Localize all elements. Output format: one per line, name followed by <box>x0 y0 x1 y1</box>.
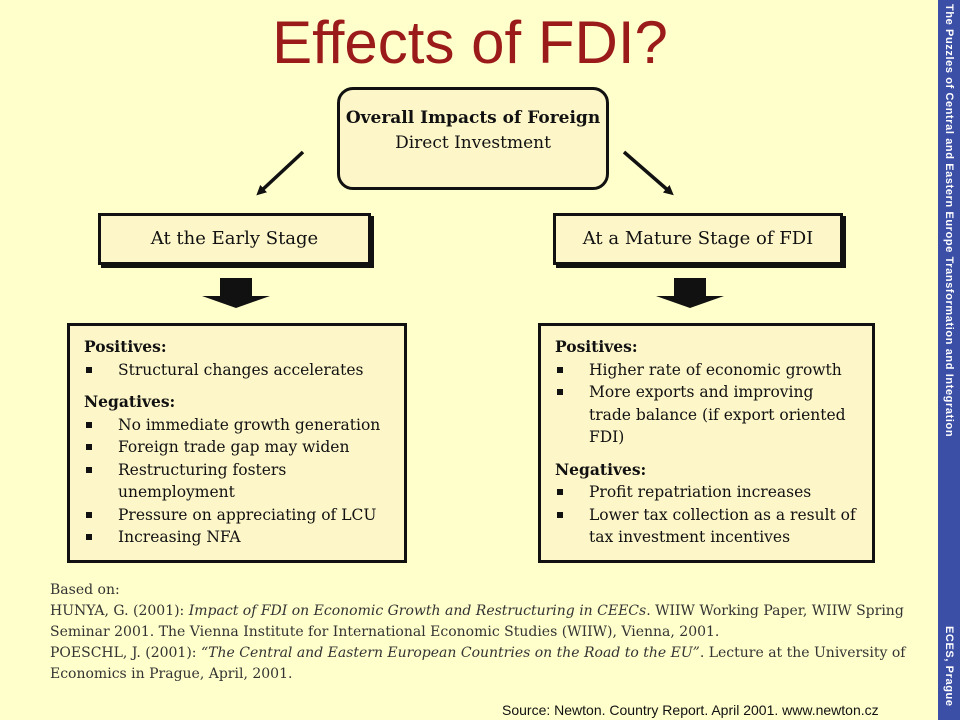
list-item: Increasing NFA <box>84 526 390 549</box>
positives-heading: Positives: <box>84 337 167 356</box>
list-item: Foreign trade gap may widen <box>84 436 390 459</box>
mature-stage-box: At a Mature Stage of FDI <box>553 213 843 265</box>
negatives-heading: Negatives: <box>84 392 176 411</box>
ref-title: “The Central and Eastern European Countr… <box>200 645 700 661</box>
arrow-to-mature-stage <box>622 150 674 196</box>
list-item: No immediate growth generation <box>84 414 390 437</box>
list-item: Higher rate of economic growth <box>555 359 858 382</box>
block-arrow-left <box>202 278 270 308</box>
reference-hunya: HUNYA, G. (2001): Impact of FDI on Econo… <box>50 601 910 643</box>
early-stage-box: At the Early Stage <box>98 213 371 265</box>
early-negatives-list: No immediate growth generation Foreign t… <box>84 414 390 549</box>
slide-title: Effects of FDI? <box>272 9 668 76</box>
arrow-to-early-stage <box>256 150 305 196</box>
list-item: Lower tax collection as a result of tax … <box>555 504 858 549</box>
reference-poeschl: POESCHL, J. (2001): “The Central and Eas… <box>50 643 910 685</box>
references: Based on: HUNYA, G. (2001): Impact of FD… <box>50 580 910 685</box>
block-arrow-right <box>656 278 724 308</box>
based-on-label: Based on: <box>50 582 120 598</box>
negatives-heading: Negatives: <box>555 459 647 479</box>
overall-impacts-line2: Direct Investment <box>395 133 551 153</box>
mature-stage-effects: Positives: Higher rate of economic growt… <box>538 323 875 563</box>
side-bar <box>938 0 960 720</box>
ref-title: Impact of FDI on Economic Growth and Res… <box>188 603 647 619</box>
mature-positives-list: Higher rate of economic growth More expo… <box>555 359 858 449</box>
list-item: Profit repatriation increases <box>555 481 858 504</box>
list-item: Structural changes accelerates <box>84 359 390 382</box>
list-item: More exports and improving trade balance… <box>555 381 858 449</box>
source-note: Source: Newton. Country Report. April 20… <box>502 702 879 718</box>
list-item: Restructuring fosters unemployment <box>84 459 390 504</box>
mature-negatives-list: Profit repatriation increases Lower tax … <box>555 481 858 549</box>
ref-details: . Lecture at the University of Economics… <box>50 645 906 682</box>
overall-impacts-line1: Overall Impacts of Foreign <box>345 108 601 128</box>
early-stage-effects: Positives: Structural changes accelerate… <box>67 323 407 563</box>
ref-author: HUNYA, G. (2001): <box>50 603 189 619</box>
early-positives-list: Structural changes accelerates <box>84 359 390 382</box>
ref-details: . WIIW Working Paper, WIIW Spring Semina… <box>50 603 904 640</box>
overall-impacts-box: Overall Impacts of Foreign Direct Invest… <box>337 87 609 190</box>
positives-heading: Positives: <box>555 337 638 356</box>
ref-author: POESCHL, J. (2001): <box>50 645 201 661</box>
list-item: Pressure on appreciating of LCU <box>84 504 390 527</box>
